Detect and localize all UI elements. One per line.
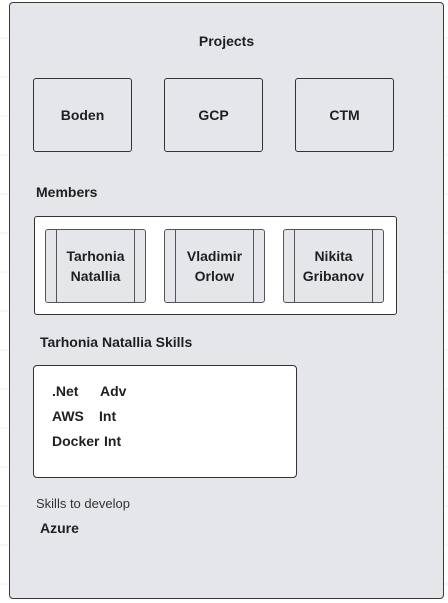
projects-title: Projects xyxy=(198,33,255,49)
project-label: Boden xyxy=(60,107,105,123)
card-bar xyxy=(253,230,254,302)
member-card-vladimir-orlow[interactable]: Vladimir Orlow xyxy=(164,229,265,303)
skills-title: Tarhonia Natallia Skills xyxy=(40,334,193,350)
skill-level: Int xyxy=(104,433,122,449)
skill-row: Docker Int xyxy=(52,433,121,449)
card-bar xyxy=(56,230,57,302)
skill-row: .Net Adv xyxy=(52,383,126,399)
project-label: GCP xyxy=(198,107,229,123)
card-bar xyxy=(134,230,135,302)
skill-level: Adv xyxy=(100,383,127,399)
project-card-ctm[interactable]: CTM xyxy=(295,78,394,152)
skill-row: AWS Int xyxy=(52,408,116,424)
member-name: Tarhonia Natallia xyxy=(66,248,125,284)
member-card-nikita-gribanov[interactable]: Nikita Gribanov xyxy=(283,229,384,303)
member-name: Vladimir Orlow xyxy=(186,248,243,284)
card-bar xyxy=(372,230,373,302)
project-card-gcp[interactable]: GCP xyxy=(164,78,263,152)
project-card-boden[interactable]: Boden xyxy=(33,78,132,152)
skill-name: .Net xyxy=(52,383,79,399)
main-panel: Projects Boden GCP CTM Members Tarhonia … xyxy=(9,2,444,599)
skills-container: .Net Adv AWS Int Docker Int xyxy=(33,365,297,478)
card-bar xyxy=(294,230,295,302)
member-name: Nikita Gribanov xyxy=(302,248,365,284)
members-container: Tarhonia Natallia Vladimir Orlow Nikita … xyxy=(34,216,397,315)
member-card-tarhonia-natallia[interactable]: Tarhonia Natallia xyxy=(45,229,146,303)
develop-skill-item: Azure xyxy=(40,520,79,536)
skill-level: Int xyxy=(99,408,117,424)
members-title: Members xyxy=(36,184,98,200)
skills-to-develop-label: Skills to develop xyxy=(36,496,130,511)
card-bar xyxy=(175,230,176,302)
skill-name: Docker xyxy=(52,433,100,449)
project-label: CTM xyxy=(329,107,360,123)
skill-name: AWS xyxy=(52,408,84,424)
